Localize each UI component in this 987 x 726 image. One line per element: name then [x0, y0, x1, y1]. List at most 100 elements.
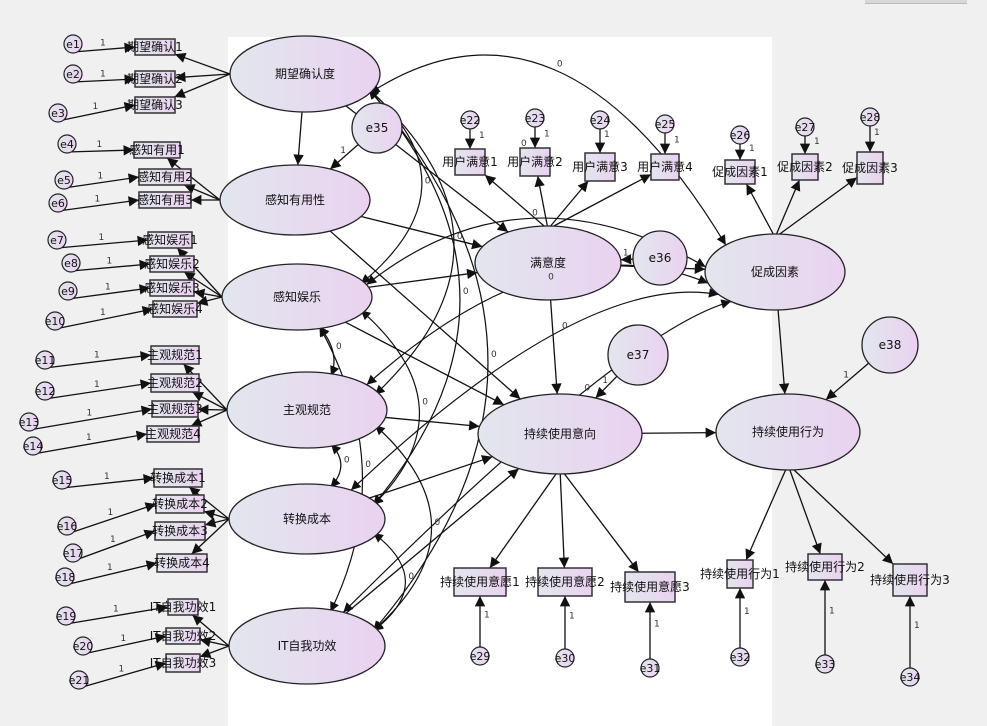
indicator-label: 感知娱乐1: [142, 232, 198, 247]
structural-path-arrow: [549, 299, 562, 395]
error-coefficient: 1: [104, 472, 110, 482]
loading-arrow: [174, 71, 231, 83]
indicator-box: [165, 653, 201, 673]
error-arrow: [78, 660, 167, 689]
latent-label: 持续使用行为: [752, 424, 824, 439]
error-coefficient: 1: [569, 612, 575, 622]
disturbance-circle: [351, 102, 403, 154]
error-arrow: [72, 42, 136, 54]
error-arrow: [28, 405, 153, 431]
indicator-label: 促成因素2: [777, 160, 833, 174]
disturbance-label: e35: [366, 121, 389, 135]
latent-label: IT自我功效: [278, 638, 337, 653]
indicator-box: [726, 559, 754, 589]
indicator-label: 用户满意3: [572, 159, 628, 174]
error-label: e2: [66, 68, 80, 81]
indicator-label: 转换成本3: [152, 523, 208, 538]
disturbance-arrow: [595, 375, 618, 399]
covariance-label: 0: [585, 383, 591, 393]
loading-arrow: [779, 176, 858, 235]
error-coefficient: 1: [484, 611, 490, 621]
error-circle: [19, 412, 39, 432]
covariance-label: 0: [336, 342, 342, 352]
error-coefficient: 1: [105, 283, 111, 293]
indicator-box: [856, 151, 884, 185]
error-label: e12: [35, 385, 56, 398]
error-circle: [69, 670, 89, 690]
error-coefficient: 1: [93, 102, 99, 112]
indicator-box: [453, 567, 507, 597]
disturbance-arrow: [620, 254, 634, 265]
error-label: e25: [655, 118, 676, 131]
error-arrow: [65, 603, 169, 625]
loading-arrow: [489, 473, 557, 569]
latent-variable: [221, 263, 373, 331]
error-coefficient: 1: [94, 380, 100, 390]
indicator-label: 感知有用2: [137, 169, 193, 184]
indicator-box: [152, 300, 198, 318]
error-circle: [47, 230, 67, 250]
loading-arrow: [775, 179, 801, 235]
loading-arrow: [203, 509, 230, 520]
indicator-label: 促成因素3: [842, 161, 898, 175]
loading-arrow: [745, 183, 774, 235]
indicator-label: 主观规范2: [147, 375, 203, 390]
indicator-box: [147, 231, 193, 249]
indicator-box: [167, 598, 199, 616]
error-label: e1: [66, 38, 80, 51]
indicator-box: [624, 571, 676, 603]
disturbance-circle: [607, 324, 669, 386]
error-label: e29: [470, 650, 491, 663]
error-circle: [61, 253, 81, 273]
error-label: e27: [795, 121, 816, 134]
error-label: e33: [815, 658, 836, 671]
error-label: e26: [730, 129, 751, 142]
toolbar-strip: [865, 0, 967, 4]
structural-path-arrow: [641, 427, 717, 438]
error-arrow: [67, 284, 151, 300]
structural-path-arrow: [345, 468, 520, 614]
indicator-box: [154, 521, 206, 541]
indicator-label: 转换成本4: [154, 555, 210, 570]
error-arrow: [61, 473, 155, 489]
loading-label: 0: [521, 139, 527, 149]
error-circle: [63, 64, 83, 84]
structural-path-arrow: [369, 455, 493, 499]
structural-path-arrow: [293, 111, 304, 166]
indicator-box: [584, 152, 616, 182]
error-circle: [35, 381, 55, 401]
error-circle: [63, 34, 83, 54]
latent-label: 感知有用性: [265, 192, 325, 207]
error-circle: [815, 654, 835, 674]
error-arrow: [72, 529, 156, 562]
indicator-label: 主观规范3: [147, 401, 203, 416]
disturbance-label: e36: [649, 251, 672, 265]
error-circle: [48, 103, 68, 123]
loading-arrow: [174, 52, 231, 75]
error-label: e7: [50, 234, 64, 247]
indicator-label: 主观规范1: [147, 347, 203, 362]
structural-path-arrow: [345, 321, 505, 406]
error-label: e28: [860, 111, 881, 124]
indicator-box: [134, 38, 176, 56]
error-label: e23: [525, 112, 546, 125]
error-circle: [56, 606, 76, 626]
disturbance-circle: [861, 316, 919, 374]
disturbance-label: e37: [627, 348, 650, 362]
indicator-label: 感知有用1: [129, 142, 185, 157]
indicator-label: 用户满意4: [637, 159, 693, 174]
indicator-label: 持续使用意愿2: [525, 574, 605, 589]
latent-variable: [477, 393, 643, 475]
error-coefficient: 1: [113, 605, 119, 615]
indicator-label: 期望确认3: [127, 98, 183, 112]
error-circle: [730, 647, 750, 667]
path-coefficient: 1: [623, 248, 629, 258]
indicator-label: 持续使用行为1: [700, 566, 780, 581]
covariance-label: 0: [557, 60, 563, 70]
error-arrow: [66, 502, 157, 535]
loading-arrow: [745, 469, 787, 561]
loading-arrow: [191, 518, 230, 555]
error-arrow: [63, 173, 140, 189]
indicator-box: [138, 191, 192, 209]
indicator-box: [149, 279, 195, 297]
